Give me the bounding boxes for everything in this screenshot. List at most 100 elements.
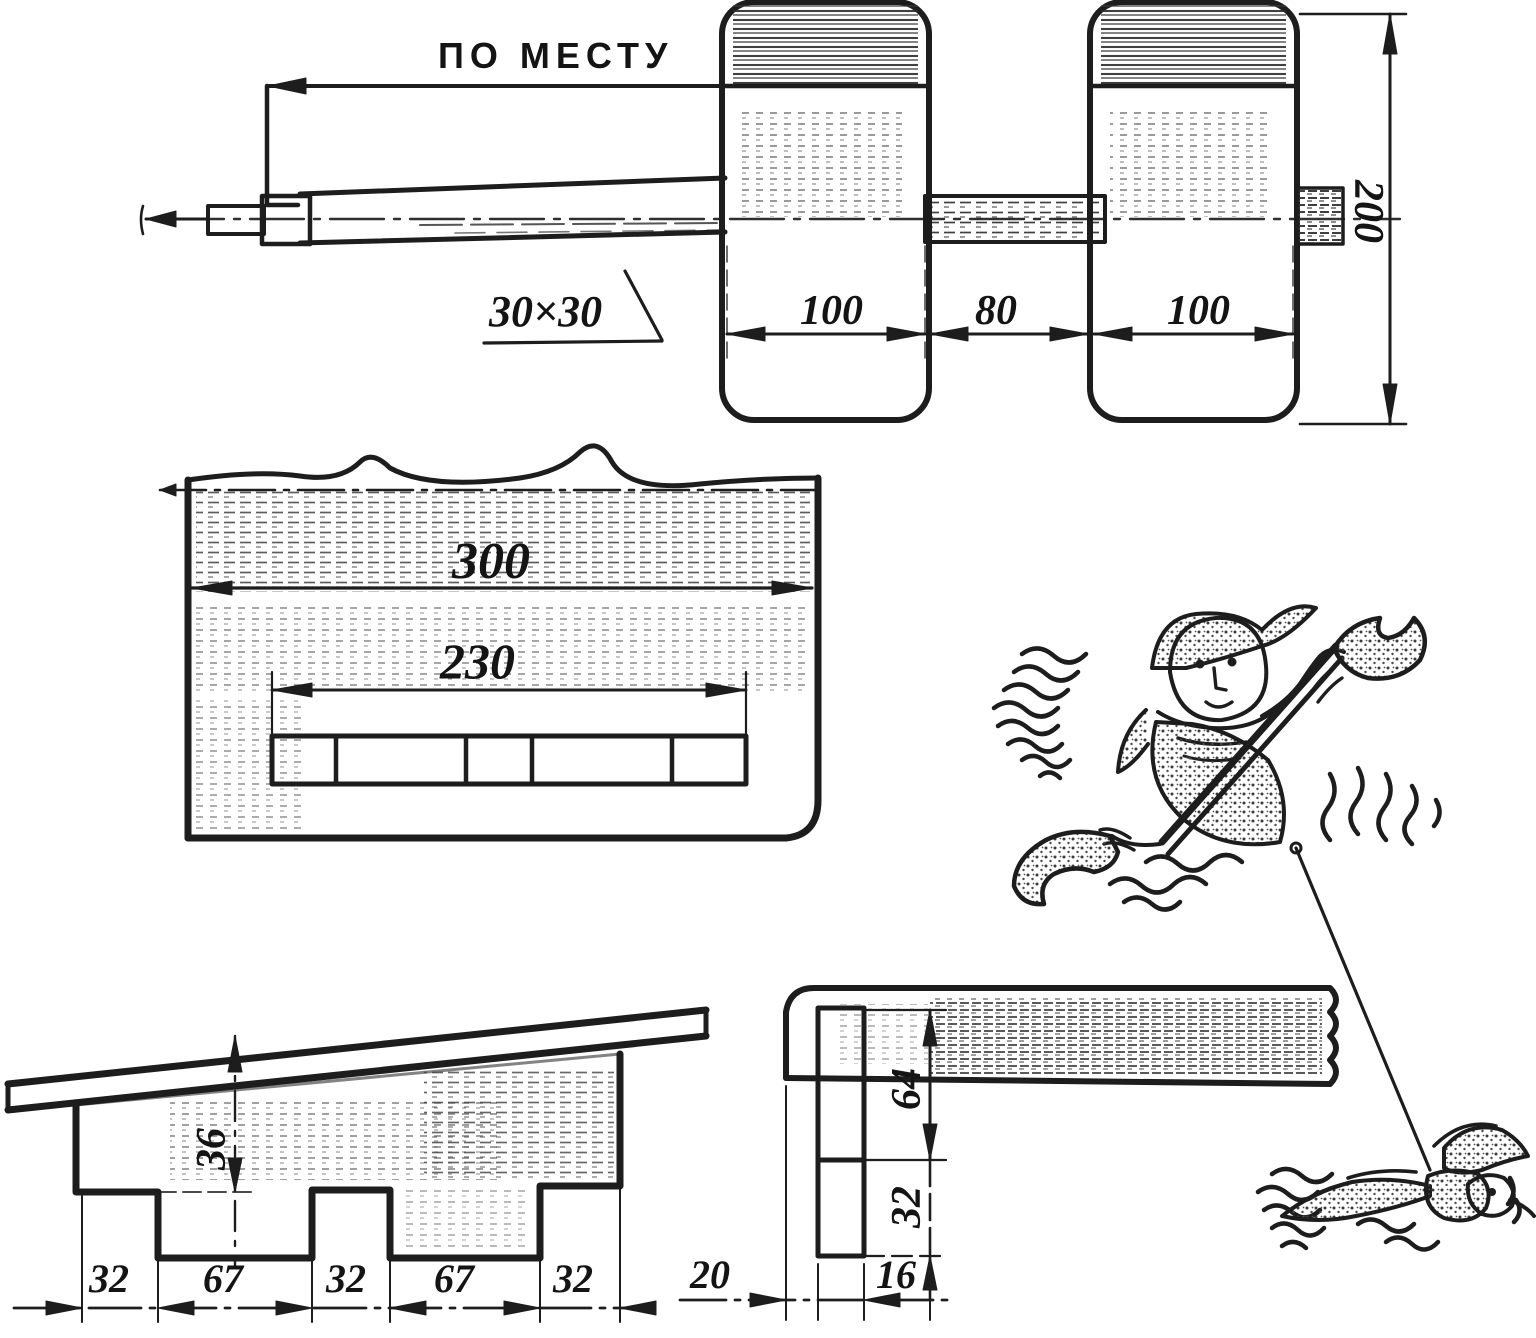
wheel-left-hub-shading bbox=[742, 112, 902, 217]
deck-outer-contour bbox=[184, 474, 822, 842]
dim-arrow-230-b bbox=[705, 682, 747, 698]
dim-text-32-c: 32 bbox=[552, 1256, 593, 1301]
dim-arrow-36-top bbox=[227, 1035, 243, 1073]
wheel-left bbox=[719, 0, 932, 423]
dim-arrow-80-b bbox=[1049, 326, 1089, 342]
dim-text-20: 20 bbox=[689, 1252, 730, 1297]
board-left-round-corner bbox=[783, 985, 817, 1081]
stub-axle-right bbox=[1295, 186, 1345, 246]
dim-text-67-b: 67 bbox=[434, 1256, 476, 1301]
dim-arrow-16-up bbox=[922, 1255, 938, 1291]
note-po-mestu: ПО МЕСТУ bbox=[438, 35, 673, 76]
bottom-left-view-group bbox=[4, 1006, 710, 1323]
bird-eye bbox=[1488, 1188, 1496, 1196]
dim-arrow-200-bottom bbox=[1382, 383, 1398, 425]
elf-eye-right bbox=[1227, 657, 1237, 667]
deck-grain-mid bbox=[196, 604, 810, 692]
board-grain bbox=[930, 998, 1322, 1074]
fishing-line bbox=[1294, 846, 1432, 1172]
dim-arrow-64-top bbox=[922, 1009, 938, 1047]
slat-strip bbox=[269, 733, 749, 787]
dim-arrow-100-right-b bbox=[1254, 326, 1294, 342]
line-anchor-ring bbox=[1289, 841, 1303, 855]
beam-taper-bottom bbox=[297, 229, 728, 246]
dim-text-32-right: 32 bbox=[884, 1186, 930, 1229]
bird-wing-lower-line-2 bbox=[1346, 1169, 1418, 1180]
dim-text-200: 200 bbox=[1345, 179, 1391, 243]
board-grain-left bbox=[836, 1004, 928, 1064]
wrench-head-lower bbox=[1011, 829, 1121, 907]
dim-arrow-300-a bbox=[191, 580, 233, 596]
elf-arm-lower-left bbox=[1110, 834, 1162, 847]
board-bottom-edge bbox=[783, 1075, 1333, 1087]
elf-with-wrenches-cartoon bbox=[991, 604, 1442, 1172]
dim-text-64: 64 bbox=[884, 1068, 930, 1110]
dim-text-67-a: 67 bbox=[203, 1256, 245, 1301]
dim-text-32-a: 32 bbox=[88, 1256, 129, 1301]
dim-arrow-64-bottom bbox=[922, 1123, 938, 1161]
bottom-right-view-group bbox=[678, 985, 1339, 1321]
dim-arrow-200-top bbox=[1382, 13, 1398, 55]
bird-head bbox=[1465, 1173, 1516, 1218]
chain-arrow-b bbox=[157, 1300, 195, 1316]
dim-text-36: 36 bbox=[189, 1128, 235, 1171]
elf-mouth bbox=[1204, 700, 1234, 709]
bird-wing-upper-line bbox=[1432, 1122, 1498, 1148]
bird-wing-lower-line bbox=[1294, 1178, 1374, 1208]
leader-line-30x30 bbox=[623, 269, 664, 342]
beam-inner-line-a bbox=[419, 222, 726, 226]
axle-shaft bbox=[923, 194, 1107, 244]
wave-cluster-right bbox=[1320, 765, 1442, 847]
wave-cluster-center bbox=[1107, 852, 1245, 912]
dim-text-230: 230 bbox=[439, 633, 515, 689]
board-top-edge-torn bbox=[811, 985, 1339, 1087]
chain-arrow-f bbox=[619, 1300, 657, 1316]
wheel-left-tread-hatch bbox=[733, 5, 918, 87]
notched-rail-profile bbox=[72, 1050, 624, 1262]
dim-text-16: 16 bbox=[876, 1252, 916, 1297]
rail-grain-c bbox=[400, 1190, 530, 1250]
dim-arrow-100-left-a bbox=[726, 326, 766, 342]
chain-arrow-e bbox=[503, 1300, 541, 1316]
elf-finger-c bbox=[1316, 676, 1344, 704]
bird-wing-lower bbox=[1280, 1177, 1432, 1222]
flying-seagull-cartoon bbox=[1255, 1122, 1536, 1252]
wrench-shaft bbox=[1158, 642, 1340, 846]
elf-cap bbox=[1150, 604, 1318, 670]
beam-taper-top bbox=[297, 175, 728, 197]
dim-arrow-36-bottom bbox=[227, 1157, 243, 1193]
dim-text-300: 300 bbox=[451, 533, 530, 590]
wave-cluster-left bbox=[991, 646, 1089, 781]
chain-arrow-16 bbox=[863, 1292, 901, 1308]
dim-arrow-80-a bbox=[929, 326, 969, 342]
chain-arrow-c bbox=[275, 1300, 313, 1316]
dim-text-100-right: 100 bbox=[1167, 288, 1230, 334]
beam-left-end bbox=[264, 83, 301, 208]
bird-tail-wave bbox=[1355, 1217, 1417, 1234]
elf-eye-left bbox=[1195, 659, 1205, 669]
wrench-head-upper bbox=[1331, 615, 1428, 681]
dim-arrow-230-a bbox=[271, 682, 313, 698]
middle-view-group bbox=[158, 443, 822, 842]
bird-tail-wave-2 bbox=[1383, 1235, 1441, 1252]
break-line-top bbox=[185, 443, 821, 489]
rail-top-guide bbox=[74, 1052, 622, 1107]
deck-grain-left bbox=[196, 700, 306, 830]
beam-inner-line-b bbox=[454, 229, 726, 234]
top-board-lower-edge bbox=[4, 1032, 710, 1114]
deck-grain-upper bbox=[196, 488, 810, 592]
dim-arrow-100-left-b bbox=[886, 326, 926, 342]
deck-reference-arrow bbox=[159, 483, 177, 497]
top-board-upper-edge bbox=[4, 1006, 710, 1088]
dim-text-32-b: 32 bbox=[325, 1256, 366, 1301]
elf-head bbox=[1168, 615, 1269, 723]
dim-text-30x30: 30×30 bbox=[488, 287, 602, 336]
elf-nose bbox=[1212, 666, 1228, 692]
rail-grain-b bbox=[424, 1070, 614, 1180]
dim-text-80: 80 bbox=[975, 288, 1017, 334]
wrench-shaft-shade bbox=[1165, 655, 1345, 857]
bracket-plate bbox=[815, 1005, 867, 1259]
hitch-tip-curve bbox=[139, 204, 145, 236]
wheel-right-tread-hatch bbox=[1101, 5, 1286, 87]
dim-arrow-300-b bbox=[771, 580, 813, 596]
